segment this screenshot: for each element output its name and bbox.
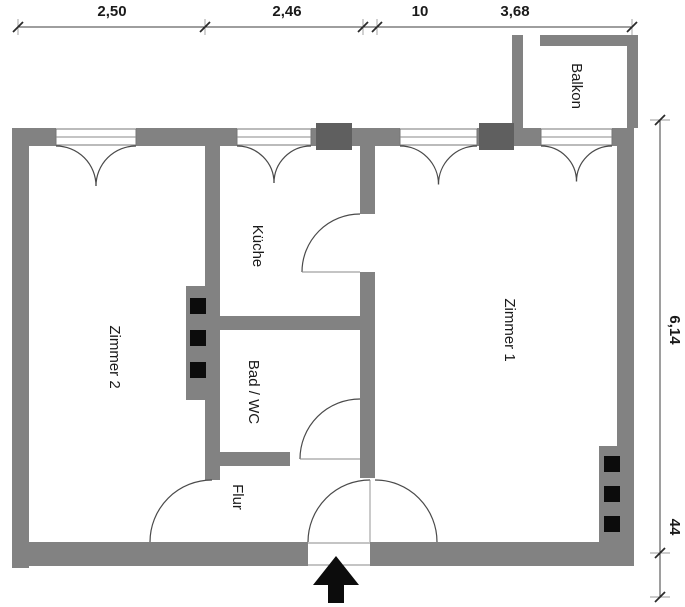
wall-kueche-bad-divider [220, 316, 360, 330]
shaft-block [604, 516, 620, 532]
shaft-block [190, 362, 206, 378]
dimension-label-right-1: 6,14 [666, 315, 683, 345]
balcony-top-wall [540, 35, 638, 46]
door-arc-zimmer2 [149, 479, 213, 543]
shaft-block [604, 456, 620, 472]
dimension-tick [12, 21, 24, 33]
dimension-tick [654, 547, 666, 559]
window-balcony-door [540, 128, 613, 182]
dimension-tick [654, 591, 666, 603]
shaft-block [604, 486, 620, 502]
wall-zimmer1-divider-upper [360, 146, 375, 214]
wall-zimmer1-divider-lower [360, 272, 375, 478]
dimension-chain-right: 6,14 44 [650, 114, 683, 603]
dimension-tick [357, 21, 369, 33]
doors [149, 213, 438, 566]
wall-pillar [316, 123, 352, 150]
room-labels: Zimmer 2 Küche Bad / WC Flur Zimmer 1 Ba… [106, 63, 585, 510]
left-wall [12, 128, 29, 568]
room-label-flur: Flur [229, 484, 246, 510]
dimension-label-top-4: 3,68 [500, 3, 529, 20]
shaft-block [190, 330, 206, 346]
room-label-kueche: Küche [249, 225, 266, 268]
window-swing-arc [236, 145, 275, 184]
window-swing-arc [55, 145, 97, 187]
room-label-balkon: Balkon [568, 63, 585, 109]
room-label-zimmer2: Zimmer 2 [106, 325, 123, 388]
dimension-tick [371, 21, 383, 33]
window-swing-arc [437, 145, 478, 185]
window-swing-arc [273, 145, 312, 184]
door-arc-zimmer1 [374, 479, 438, 543]
window-swing-arc [399, 145, 440, 185]
window-swing-arc [540, 145, 578, 182]
dimension-tick [654, 114, 666, 126]
wall-bad-flur-divider [220, 452, 290, 466]
room-label-bad-wc: Bad / WC [245, 360, 262, 424]
dimension-tick [626, 21, 638, 33]
shaft-right [599, 446, 634, 542]
dimension-label-top-2: 2,46 [272, 3, 301, 20]
door-arc-kueche [301, 213, 361, 273]
dimension-label-top-1: 2,50 [97, 3, 126, 20]
dimension-tick [199, 21, 211, 33]
balcony-structure [512, 35, 638, 128]
window-kueche [236, 128, 312, 184]
window-zimmer2 [55, 128, 137, 187]
interior-walls [205, 146, 375, 480]
entrance-arrow-icon [313, 556, 359, 603]
door-arc-entrance [307, 479, 371, 543]
shaft-left [186, 286, 220, 400]
window-swing-arc [575, 145, 613, 182]
window-swing-arc [95, 145, 137, 187]
room-label-zimmer1: Zimmer 1 [501, 298, 518, 361]
door-arc-bad [299, 398, 361, 460]
bottom-wall-segment [12, 542, 308, 566]
dimension-label-top-3: 10 [412, 3, 429, 20]
dimension-chain-top: 2,50 2,46 10 3,68 [12, 3, 638, 35]
balcony-right-wall [627, 35, 638, 128]
wall-pillar [479, 123, 514, 150]
window-zimmer1 [399, 128, 478, 185]
top-wall-segment [12, 128, 56, 146]
dimension-label-right-2: 44 [666, 519, 683, 536]
shaft-block [190, 298, 206, 314]
balcony-left-wall [512, 35, 523, 128]
bottom-wall-segment [370, 542, 634, 566]
top-wall-segment [136, 128, 237, 146]
